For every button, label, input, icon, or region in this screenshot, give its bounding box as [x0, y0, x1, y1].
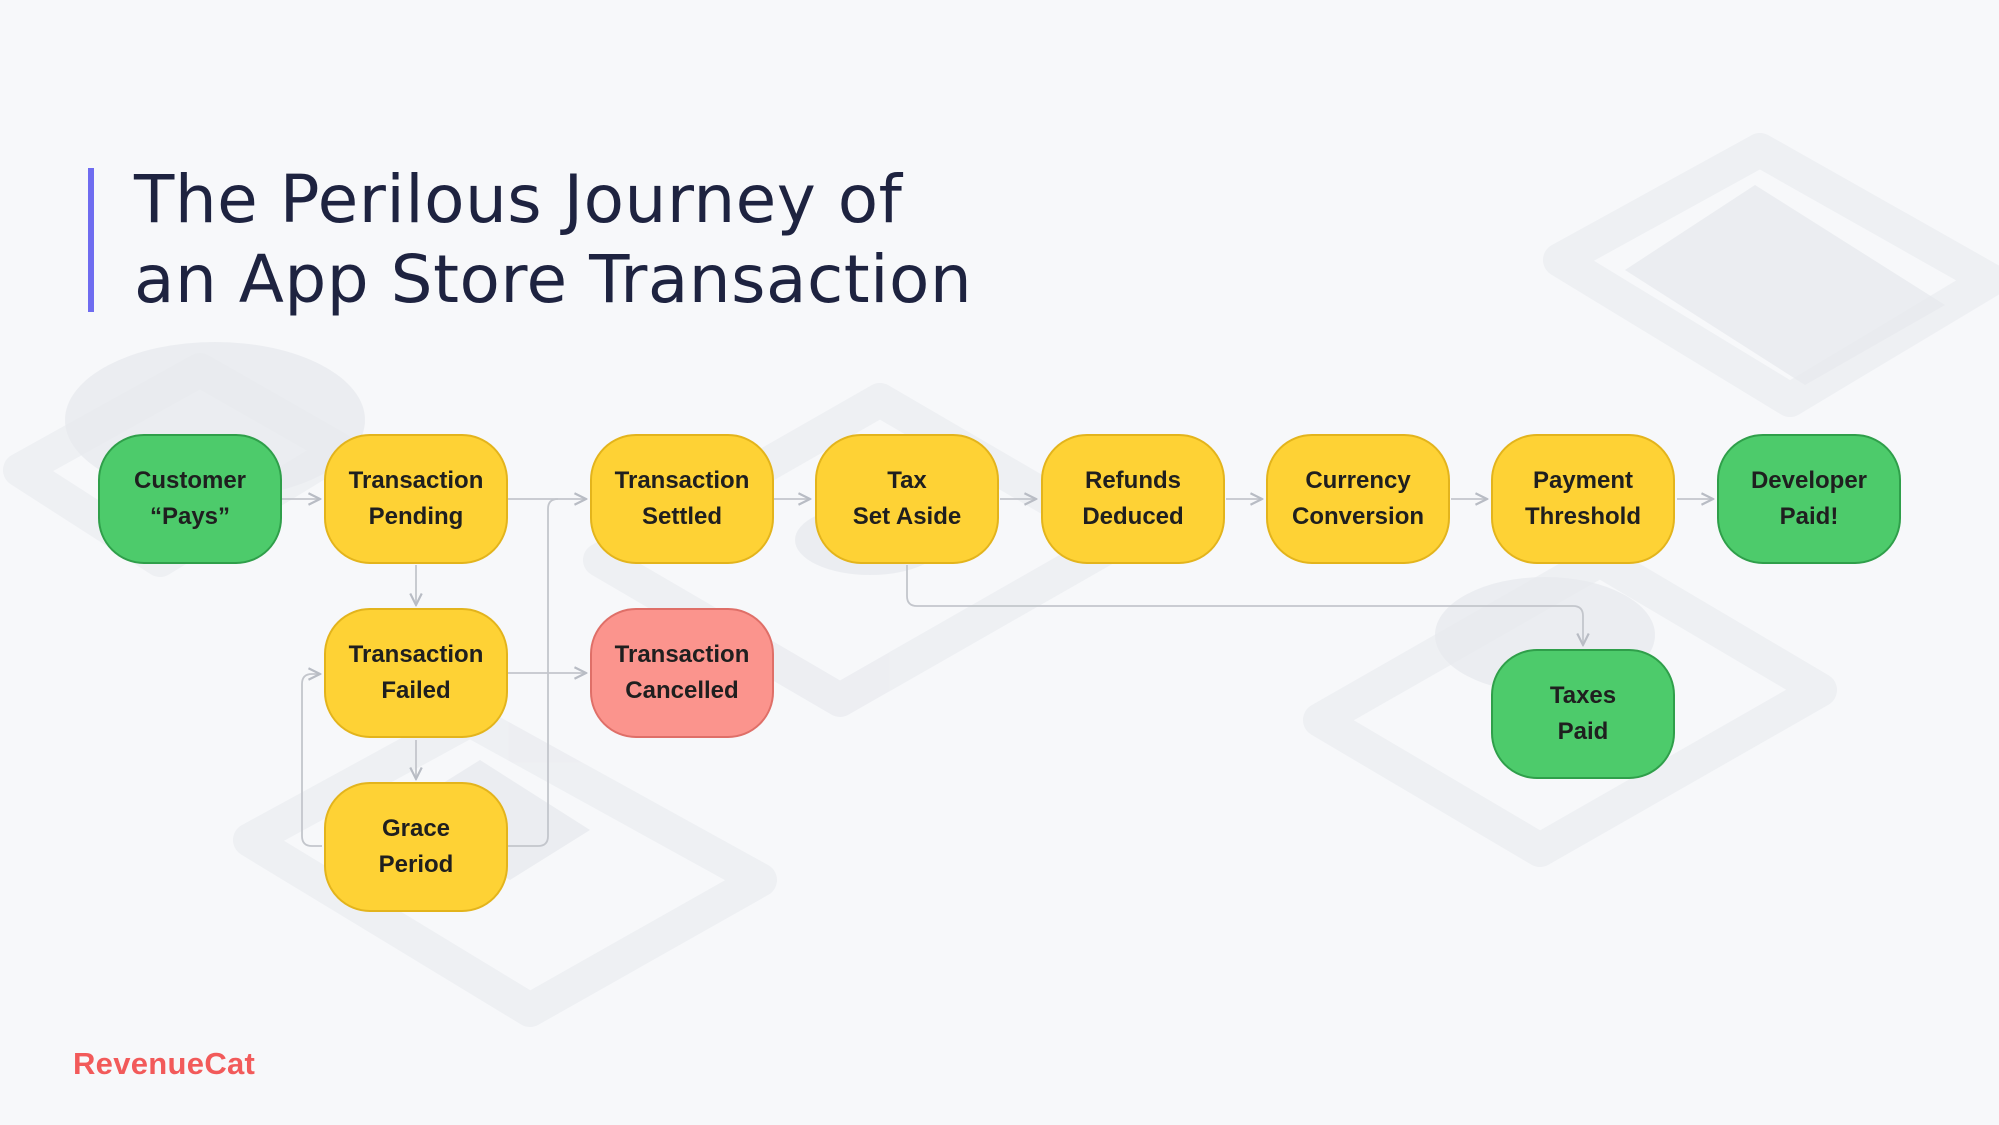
- node-label: “Pays”: [149, 503, 231, 530]
- revenuecat-logo: RevenueCat: [73, 1046, 256, 1081]
- title-accent-bar: [88, 168, 94, 312]
- node-label: Settled: [641, 503, 722, 530]
- node-label: Currency: [1305, 467, 1411, 494]
- node-label: Transaction: [348, 467, 484, 494]
- node-label: Pending: [368, 503, 464, 530]
- node-label: Period: [378, 851, 454, 878]
- node-customer-pays: Customer “Pays”: [98, 434, 282, 564]
- edge-grace-to-failed-loop: [301, 674, 322, 847]
- node-label: Conversion: [1291, 503, 1425, 530]
- node-payment-threshold: Payment Threshold: [1491, 434, 1675, 564]
- node-refunds-deducted: Refunds Deduced: [1041, 434, 1225, 564]
- node-developer-paid: Developer Paid!: [1717, 434, 1901, 564]
- title-line-1: The Perilous Journey of: [134, 161, 903, 238]
- node-transaction-cancelled: Transaction Cancelled: [590, 608, 774, 738]
- node-label: Transaction: [614, 467, 750, 494]
- node-taxes-paid: Taxes Paid: [1491, 649, 1675, 779]
- node-label: Paid: [1557, 718, 1609, 745]
- node-label: Cancelled: [625, 677, 739, 704]
- node-transaction-pending: Transaction Pending: [324, 434, 508, 564]
- edge-grace-to-settled: [508, 498, 559, 847]
- node-label: Transaction: [348, 641, 484, 668]
- node-label: Refunds: [1085, 467, 1181, 494]
- node-label: Failed: [381, 677, 451, 704]
- node-label: Customer: [133, 467, 247, 494]
- node-label: Payment: [1532, 467, 1634, 494]
- node-label: Paid!: [1779, 503, 1839, 530]
- node-label: Tax: [887, 467, 927, 494]
- edge-tax-to-taxes-paid: [906, 565, 1583, 645]
- title-line-2: an App Store Transaction: [134, 241, 973, 318]
- node-label: Developer: [1750, 467, 1868, 494]
- page-title: The Perilous Journey of an App Store Tra…: [134, 160, 1134, 320]
- node-label: Deduced: [1082, 503, 1184, 530]
- node-label: Set Aside: [852, 503, 962, 530]
- node-label: Threshold: [1524, 503, 1641, 530]
- node-label: Grace: [381, 815, 451, 842]
- node-label: Taxes: [1549, 682, 1617, 709]
- node-tax-set-aside: Tax Set Aside: [815, 434, 999, 564]
- node-transaction-failed: Transaction Failed: [324, 608, 508, 738]
- node-label: Transaction: [614, 641, 750, 668]
- node-transaction-settled: Transaction Settled: [590, 434, 774, 564]
- node-grace-period: Grace Period: [324, 782, 508, 912]
- node-currency-conversion: Currency Conversion: [1266, 434, 1450, 564]
